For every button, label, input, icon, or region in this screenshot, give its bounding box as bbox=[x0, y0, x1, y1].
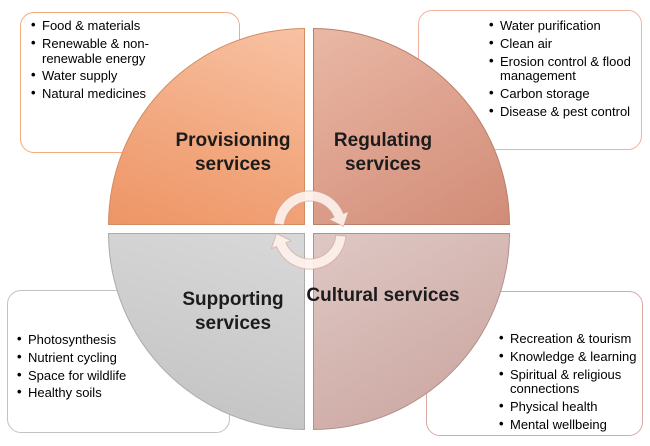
bullet-item: Renewable & non-renewable energy bbox=[31, 36, 181, 67]
bullet-item: Knowledge & learning bbox=[499, 349, 650, 365]
supporting-label: Supporting services bbox=[182, 289, 284, 334]
bullet-item: Space for wildlife bbox=[17, 368, 167, 384]
cultural-items-box: Recreation & tourismKnowledge & learning… bbox=[426, 291, 643, 436]
bullet-item: Mental wellbeing bbox=[499, 417, 650, 433]
bullet-item: Carbon storage bbox=[489, 86, 647, 102]
regulating-label: Regulating services bbox=[333, 130, 433, 175]
cycle-arrow-top bbox=[273, 190, 349, 227]
bullet-item: Clean air bbox=[489, 36, 647, 52]
bullet-item: Water purification bbox=[489, 18, 647, 34]
bullet-item: Spiritual & religious connections bbox=[499, 367, 650, 398]
regulating-items-list: Water purificationClean airErosion contr… bbox=[489, 18, 647, 120]
bullet-item: Recreation & tourism bbox=[499, 331, 650, 347]
bullet-item: Nutrient cycling bbox=[17, 350, 167, 366]
bullet-item: Food & materials bbox=[31, 18, 181, 34]
cultural-label: Cultural services bbox=[306, 285, 460, 306]
cycle-arrows-icon bbox=[271, 190, 349, 270]
bullet-item: Erosion control & flood management bbox=[489, 54, 647, 85]
bullet-item: Physical health bbox=[499, 399, 650, 415]
bullet-item: Disease & pest control bbox=[489, 104, 647, 120]
bullet-item: Natural medicines bbox=[31, 86, 181, 102]
provisioning-items-list: Food & materialsRenewable & non-renewabl… bbox=[31, 18, 181, 102]
cultural-items-list: Recreation & tourismKnowledge & learning… bbox=[499, 331, 650, 433]
cultural-wedge bbox=[313, 233, 510, 430]
bullet-item: Healthy soils bbox=[17, 385, 167, 401]
bullet-item: Photosynthesis bbox=[17, 332, 167, 348]
bullet-item: Water supply bbox=[31, 68, 181, 84]
provisioning-label: Provisioning services bbox=[175, 130, 291, 175]
supporting-items-list: PhotosynthesisNutrient cyclingSpace for … bbox=[17, 332, 167, 401]
cycle-arrow-bottom bbox=[271, 233, 347, 270]
